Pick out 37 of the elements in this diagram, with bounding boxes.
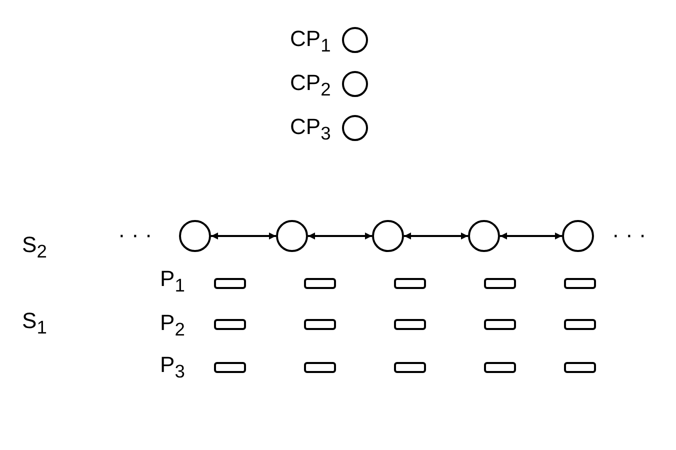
bar-symbol bbox=[394, 362, 426, 372]
node-label: CP$_{3}$ bbox=[290, 114, 331, 146]
circle-node bbox=[276, 220, 308, 252]
bar-symbol bbox=[484, 278, 516, 288]
circle-node bbox=[342, 71, 368, 97]
row-label: P$_{3}$ bbox=[160, 352, 185, 384]
circle-node bbox=[342, 27, 368, 53]
bar-symbol bbox=[304, 362, 336, 372]
ellipsis-text: · · · bbox=[612, 222, 646, 248]
bar-symbol bbox=[394, 278, 426, 288]
bar-symbol bbox=[214, 318, 246, 330]
double-arrow bbox=[211, 232, 276, 240]
circle-node bbox=[468, 220, 500, 252]
ellipsis-text: · · · bbox=[118, 222, 152, 248]
circle-node bbox=[562, 220, 594, 252]
bar-symbol bbox=[394, 318, 426, 330]
row-label: S$_{1}$ bbox=[22, 308, 47, 340]
bar-symbol bbox=[304, 278, 336, 288]
bar-symbol bbox=[304, 318, 336, 330]
circle-node bbox=[179, 220, 211, 252]
double-arrow bbox=[500, 232, 562, 240]
row-label: S$_{2}$ bbox=[22, 232, 47, 264]
double-arrow bbox=[308, 232, 372, 240]
bar-symbol bbox=[564, 362, 596, 372]
node-label: CP$_{1}$ bbox=[290, 26, 331, 58]
double-arrow bbox=[404, 232, 468, 240]
bar-symbol bbox=[564, 278, 596, 288]
bar-symbol bbox=[564, 318, 596, 330]
circle-node bbox=[372, 220, 404, 252]
node-label: CP$_{2}$ bbox=[290, 70, 331, 102]
bar-symbol bbox=[484, 362, 516, 372]
bar-symbol bbox=[214, 278, 246, 288]
row-label: P$_{2}$ bbox=[160, 310, 185, 342]
bar-symbol bbox=[214, 362, 246, 372]
bar-symbol bbox=[484, 318, 516, 330]
circle-node bbox=[342, 115, 368, 141]
row-label: P$_{1}$ bbox=[160, 266, 185, 298]
